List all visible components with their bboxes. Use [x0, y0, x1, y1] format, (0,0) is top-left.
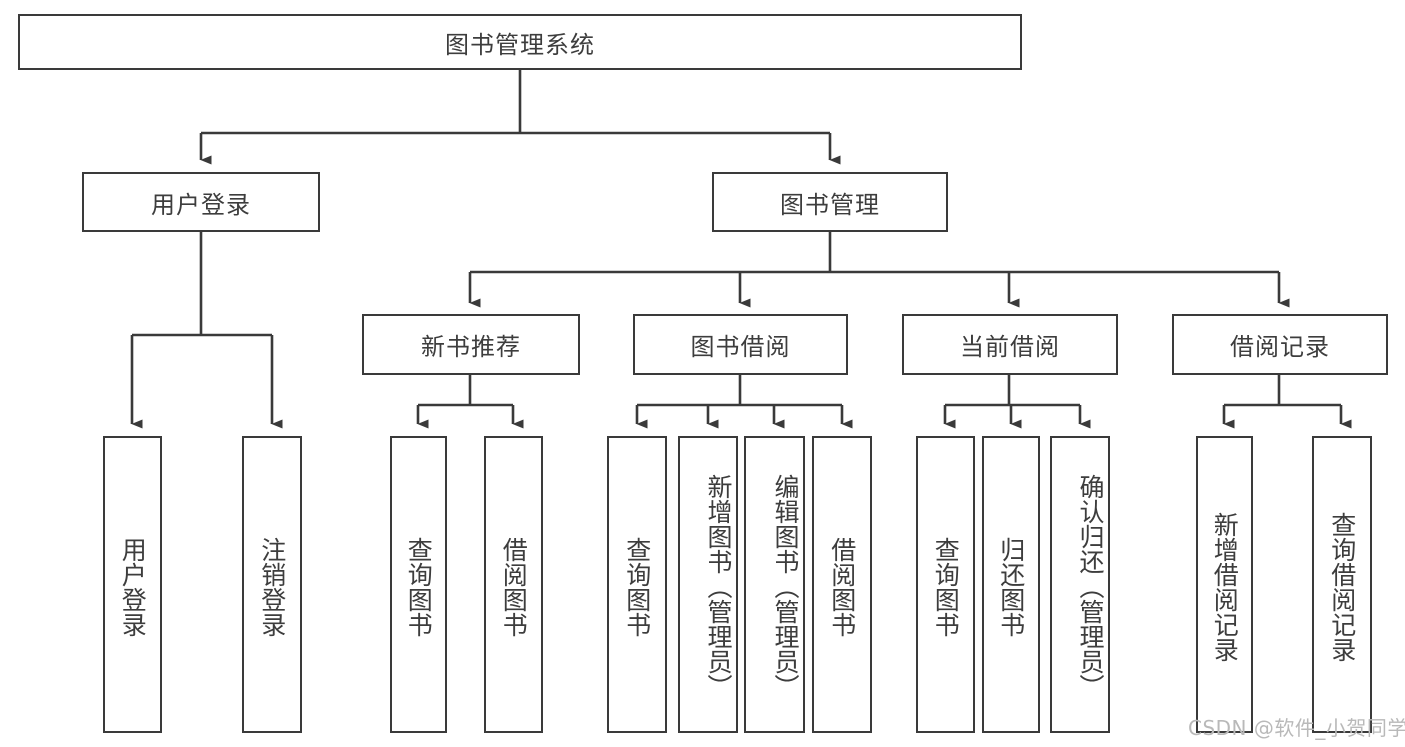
leaf-add-book-label: 新增图书（管理员） [704, 474, 733, 699]
leaf-query-book-2[interactable]: 查询图书 [607, 436, 667, 733]
node-new-book-recommend-label: 新书推荐 [421, 333, 521, 361]
leaf-add-record[interactable]: 新增借阅记录 [1196, 436, 1253, 733]
node-user-login-label: 用户登录 [151, 190, 251, 219]
node-current-borrow[interactable]: 当前借阅 [902, 314, 1118, 375]
node-book-manage-label: 图书管理 [780, 190, 880, 219]
node-user-login[interactable]: 用户登录 [82, 172, 320, 232]
leaf-borrow-book-2[interactable]: 借阅图书 [812, 436, 872, 733]
leaf-user-login-label: 用户登录 [118, 536, 148, 637]
node-new-book-recommend[interactable]: 新书推荐 [362, 314, 580, 375]
leaf-query-record[interactable]: 查询借阅记录 [1312, 436, 1372, 733]
leaf-confirm-return[interactable]: 确认归还（管理员） [1050, 436, 1110, 733]
node-current-borrow-label: 当前借阅 [960, 333, 1060, 361]
leaf-logout-label: 注销登录 [257, 536, 287, 637]
node-borrow-record-label: 借阅记录 [1230, 333, 1330, 361]
leaf-logout[interactable]: 注销登录 [242, 436, 302, 733]
node-root[interactable]: 图书管理系统 [18, 14, 1022, 70]
leaf-query-book-3-label: 查询图书 [931, 536, 961, 637]
leaf-query-record-label: 查询借阅记录 [1327, 511, 1357, 662]
leaf-add-record-label: 新增借阅记录 [1210, 511, 1240, 662]
node-root-label: 图书管理系统 [445, 30, 595, 59]
node-book-manage[interactable]: 图书管理 [712, 172, 948, 232]
leaf-query-book-1-label: 查询图书 [404, 536, 434, 637]
node-book-borrow[interactable]: 图书借阅 [633, 314, 848, 375]
leaf-edit-book[interactable]: 编辑图书（管理员） [744, 436, 805, 733]
leaf-edit-book-label: 编辑图书（管理员） [771, 474, 800, 699]
leaf-borrow-book-2-label: 借阅图书 [827, 536, 857, 637]
leaf-query-book-3[interactable]: 查询图书 [916, 436, 975, 733]
leaf-query-book-1[interactable]: 查询图书 [390, 436, 447, 733]
leaf-confirm-return-label: 确认归还（管理员） [1076, 474, 1105, 699]
node-borrow-record[interactable]: 借阅记录 [1172, 314, 1388, 375]
leaf-add-book[interactable]: 新增图书（管理员） [678, 436, 738, 733]
leaf-return-book[interactable]: 归还图书 [982, 436, 1040, 733]
watermark: CSDN @软件_小贺同学 [1188, 716, 1405, 740]
leaf-borrow-book-1[interactable]: 借阅图书 [484, 436, 543, 733]
leaf-return-book-label: 归还图书 [996, 536, 1026, 637]
leaf-borrow-book-1-label: 借阅图书 [499, 536, 529, 637]
node-book-borrow-label: 图书借阅 [690, 333, 791, 361]
leaf-user-login[interactable]: 用户登录 [103, 436, 162, 733]
leaf-query-book-2-label: 查询图书 [622, 536, 652, 637]
